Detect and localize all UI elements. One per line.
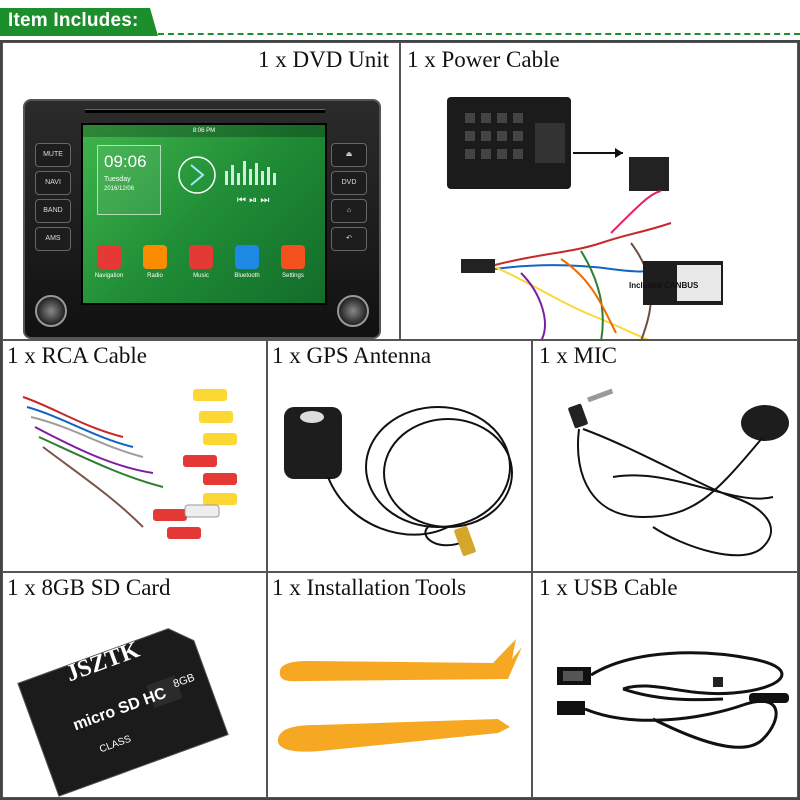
dvd-button-navi: NAVI xyxy=(35,171,71,195)
clock-time: 09:06 xyxy=(104,152,147,171)
navigation-icon xyxy=(97,245,121,269)
home-icon: ⌂ xyxy=(331,199,367,223)
dvd-button-band: BAND xyxy=(35,199,71,223)
dvd-button-mute: MUTE xyxy=(35,143,71,167)
cell-installation-tools: 1 x Installation Tools xyxy=(267,572,532,798)
items-grid xyxy=(0,40,800,800)
header-dashed-line xyxy=(158,33,800,35)
item-title-gps-antenna: 1 x GPS Antenna xyxy=(272,343,432,368)
app-bluetooth: Bluetooth xyxy=(227,245,267,279)
header-tab xyxy=(0,8,158,36)
clock-widget: 09:06 Tuesday 2016/12/06 xyxy=(97,145,161,215)
app-navigation: Navigation xyxy=(89,245,129,279)
rca-cable-image xyxy=(22,389,237,539)
mic-image xyxy=(568,388,789,557)
dvd-unit-image: MUTE NAVI BAND AMS ⏏ DVD ⌂ ↶ 8:06 PM 09:… xyxy=(23,99,381,339)
canbus-caption: Included CANBUS xyxy=(629,281,699,290)
app-music: Music xyxy=(181,245,221,279)
sd-card-image xyxy=(17,628,229,797)
dvd-button-ams: AMS xyxy=(35,227,71,251)
music-icon xyxy=(189,245,213,269)
dvd-button-dvd: DVD xyxy=(331,171,367,195)
cell-gps-antenna: 1 x GPS Antenna xyxy=(267,340,532,572)
clock-day: Tuesday xyxy=(104,176,131,183)
bluetooth-icon xyxy=(235,245,259,269)
clock-date: 2016/12/06 xyxy=(104,186,135,192)
volume-knob xyxy=(35,295,67,327)
radio-icon xyxy=(143,245,167,269)
cell-rca-cable: 1 x RCA Cable xyxy=(2,340,267,572)
dvd-screen: 8:06 PM 09:06 Tuesday 2016/12/06 ⏮ ⏯ ⏭ N… xyxy=(81,123,327,305)
screen-status-bar: 8:06 PM xyxy=(83,125,325,137)
header-bar: Item Includes: xyxy=(0,0,800,40)
music-widget: ⏮ ⏯ ⏭ xyxy=(178,156,276,206)
item-title-mic: 1 x MIC xyxy=(539,343,617,368)
item-title-dvd-unit: 1 x DVD Unit xyxy=(258,47,389,72)
cell-dvd-unit: 1 x DVD Unit MUTE NAVI BAND AMS ⏏ DVD ⌂ … xyxy=(2,42,400,340)
back-icon: ↶ xyxy=(331,227,367,251)
tune-knob xyxy=(337,295,369,327)
cell-power-cable: 1 x Power Cable Included CANBUS xyxy=(400,42,798,340)
item-title-installation-tools: 1 x Installation Tools xyxy=(272,575,467,600)
installation-tools-image xyxy=(277,639,522,752)
item-title-sd-card: 1 x 8GB SD Card xyxy=(7,575,171,600)
cell-mic: 1 x MIC xyxy=(532,340,798,572)
gps-antenna-image xyxy=(284,406,513,556)
cell-sd-card: 1 x 8GB SD Card JSZTK 8GB micro SD HC CL… xyxy=(2,572,267,798)
settings-icon xyxy=(281,245,305,269)
cell-usb-cable: 1 x USB Cable xyxy=(532,572,798,798)
app-settings: Settings xyxy=(273,245,313,279)
disc-slot xyxy=(85,109,325,113)
item-title-usb-cable: 1 x USB Cable xyxy=(539,575,678,600)
item-title-rca-cable: 1 x RCA Cable xyxy=(7,343,147,368)
item-title-power-cable: 1 x Power Cable xyxy=(407,47,560,72)
power-cable-image xyxy=(447,97,723,339)
eject-icon: ⏏ xyxy=(331,143,367,167)
app-radio: Radio xyxy=(135,245,175,279)
usb-cable-image xyxy=(557,651,789,749)
header-title: Item Includes: xyxy=(8,10,139,31)
svg-text:⏮ ⏯ ⏭: ⏮ ⏯ ⏭ xyxy=(237,195,269,206)
